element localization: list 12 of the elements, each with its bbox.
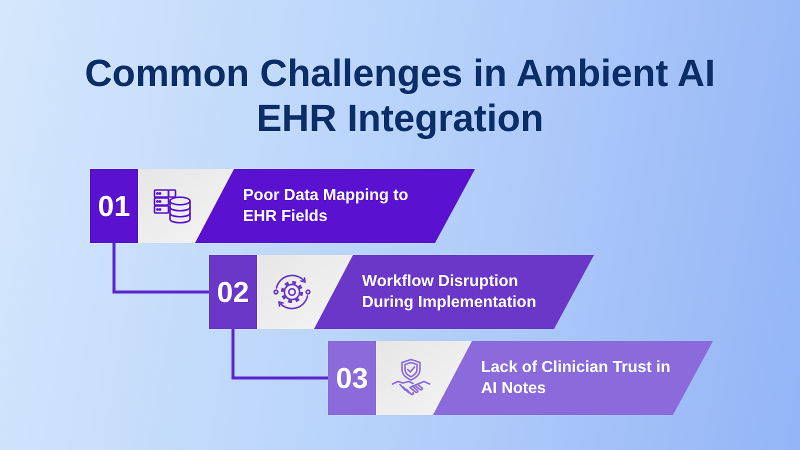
connector-line bbox=[232, 329, 328, 380]
step-number: 03 bbox=[336, 363, 368, 396]
challenge-text: Poor Data Mapping to EHR Fields bbox=[243, 186, 410, 227]
title: Common Challenges in Ambient AI EHR Integration bbox=[84, 52, 716, 142]
challenge-text: Lack of Clinician Trust in AI Notes bbox=[481, 358, 672, 399]
step-number: 01 bbox=[98, 191, 130, 224]
challenge-text: Workflow Disruption During Implementation bbox=[362, 272, 538, 313]
connector-line bbox=[112, 243, 209, 294]
challenge-banner bbox=[328, 341, 713, 415]
challenge-banner bbox=[90, 169, 475, 243]
step-number: 02 bbox=[216, 277, 250, 310]
challenge-banner bbox=[209, 255, 594, 329]
